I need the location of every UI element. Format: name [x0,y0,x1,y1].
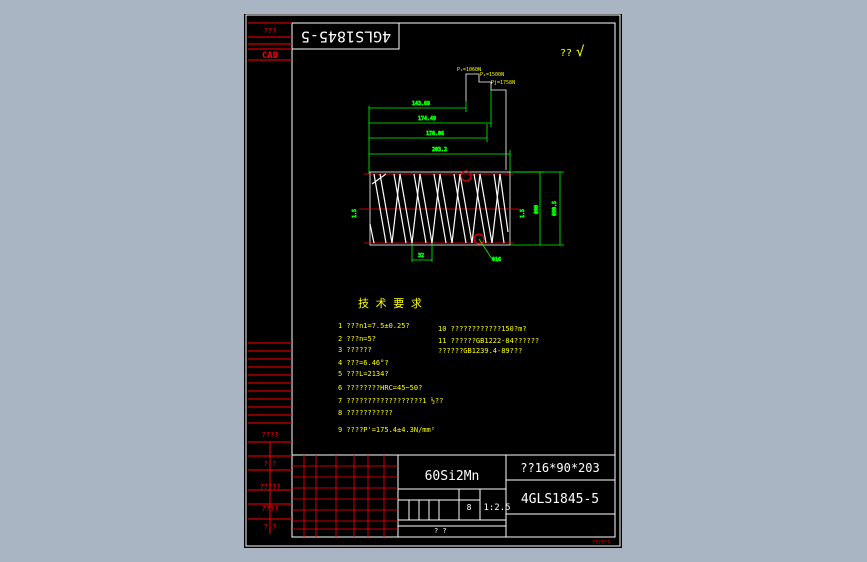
title-grid [292,455,398,537]
title-drawing-number: 4GLS1845-5 [521,492,599,507]
diameter-dimensions: Φ90 Φ90.5 1.5 1.5 [352,171,564,246]
side-row-1: ???? [262,431,279,439]
side-column: ??? CAD ???? ? ? ????? ???? ? ? [248,22,292,534]
title-block: 60Si2Mn ??16*90*203 4GLS1845-5 1:2.5 8 ?… [292,454,615,537]
spring-view [359,170,519,246]
note-11b: ??????GB1239.4-89??? [438,347,522,355]
drawing-sheet: 4GLS1845-5 ??? CAD ???? ? ? ????? ???? ?… [244,14,622,548]
dim-outer-diameter: Φ90 [534,205,540,214]
note-11a: 11 ??????GB1222-84?????? [438,337,539,345]
note-10: 10 ????????????150?m? [438,325,527,333]
sheet-info: ? ? [434,527,447,535]
footer-label: ?????? [592,540,610,546]
roughness-label: ?? [560,48,572,59]
side-row-2: ? ? [264,460,277,468]
rotated-drawing-number-box: 4GLS1845-5 [291,22,400,50]
dim-d2: 174.49 [418,116,436,122]
side-row-5: ? ? [264,523,277,531]
notes-right: 10 ????????????150?m? 11 ??????GB1222-84… [438,325,539,355]
dim-pitch: 32 [418,253,424,259]
force-p2: P₂=1500N [480,72,504,78]
force-p1: P₁=1060N [457,67,481,73]
note-8: 8 ??????????? [338,409,393,417]
note-9: 9 ????P'=175.4±4.3N/mm² [338,426,435,434]
dim-end-right: 1.5 [520,209,526,218]
side-row-3: ????? [259,483,280,491]
spring-coils [369,173,509,244]
side-row-4: ???? [262,505,279,513]
dim-d3: 178.06 [426,131,444,137]
drawing-svg: 4GLS1845-5 ??? CAD ???? ? ? ????? ???? ?… [245,14,621,547]
notes-left: 1 ???n1=7.5±0.25? 2 ???n=5? 3 ?????? 4 ?… [338,322,443,434]
roughness-mark: ?? √ [560,44,585,60]
rotated-drawing-number: 4GLS1845-5 [301,28,391,46]
spec: ??16*90*203 [520,461,599,475]
outer-frame [245,14,621,547]
force-annotations: P₁=1060N P₂=1500N Pj=1758N [457,67,515,170]
length-dimensions: 143.68 174.49 178.06 203.2 [368,90,511,174]
dim-free-length: 203.2 [432,147,447,153]
note-6: 6 ????????HRC=45~50? [338,384,422,392]
wire-section-bottom [473,233,485,245]
inner-frame [291,22,616,538]
pitch-dimension: 32 Φ16 [411,238,501,263]
side-top-label: ??? [264,27,277,35]
tech-requirements-title: 技 术 要 求 [358,297,422,310]
note-3: 3 ?????? [338,346,372,354]
roughness-symbol: √ [576,44,585,60]
dim-mid-diameter: Φ90.5 [552,201,558,216]
note-7: 7 ??????????????????1 ½?? [338,397,443,405]
scale: 1:2.5 [483,503,510,513]
force-pj: Pj=1758N [491,80,515,86]
note-1: 1 ???n1=7.5±0.25? [338,322,410,330]
note-4: 4 ???=6.46°? [338,359,389,367]
cad-label: CAD [262,51,279,61]
note-2: 2 ???n=5? [338,335,376,343]
note-5: 5 ???L=2134? [338,370,389,378]
material: 60Si2Mn [425,469,480,484]
dim-end-left: 1.5 [352,209,358,218]
dim-d1: 143.68 [412,101,430,107]
quantity: 8 [467,503,472,512]
dim-wire-diameter: Φ16 [492,257,501,263]
wire-section-top [460,170,472,182]
